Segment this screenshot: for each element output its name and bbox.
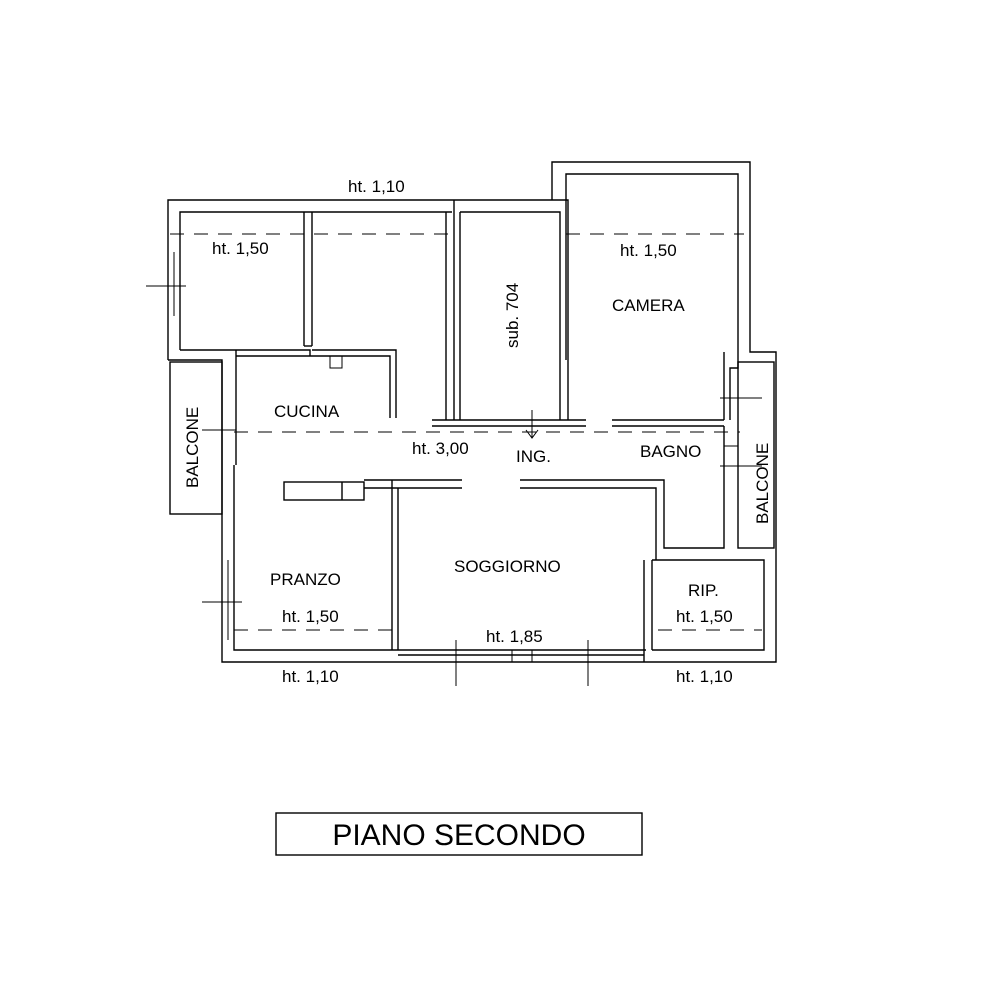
room-cucina: CUCINA (274, 402, 340, 421)
room-camera: CAMERA (612, 296, 685, 315)
ht-top-left-room: ht. 1,50 (212, 239, 269, 258)
ht-bottom-left: ht. 1,10 (282, 667, 339, 686)
outer-walls (167, 161, 777, 663)
room-balcone-right: BALCONE (753, 443, 772, 524)
adjacent-unit-label: sub. 704 (503, 283, 522, 348)
ht-soggiorno: ht. 1,85 (486, 627, 543, 646)
room-soggiorno: SOGGIORNO (454, 557, 561, 576)
room-labels: ht. 1,10 ht. 1,50 ht. 1,50 CAMERA CUCINA… (183, 177, 772, 686)
ht-camera: ht. 1,50 (620, 241, 677, 260)
ht-center: ht. 3,00 (412, 439, 469, 458)
title-frame (275, 812, 643, 856)
room-ingresso: ING. (516, 447, 551, 466)
ht-bottom-right: ht. 1,10 (676, 667, 733, 686)
interior-walls (146, 199, 775, 686)
room-ripostiglio: RIP. (688, 581, 719, 600)
title-box: PIANO SECONDO (275, 812, 643, 856)
height-dash-lines (170, 233, 762, 631)
room-pranzo: PRANZO (270, 570, 341, 589)
plan-title: PIANO SECONDO (332, 819, 585, 852)
ht-top-outer: ht. 1,10 (348, 177, 405, 196)
room-balcone-left: BALCONE (183, 407, 202, 488)
ht-ripostiglio: ht. 1,50 (676, 607, 733, 626)
ht-pranzo: ht. 1,50 (282, 607, 339, 626)
room-bagno: BAGNO (640, 442, 701, 461)
